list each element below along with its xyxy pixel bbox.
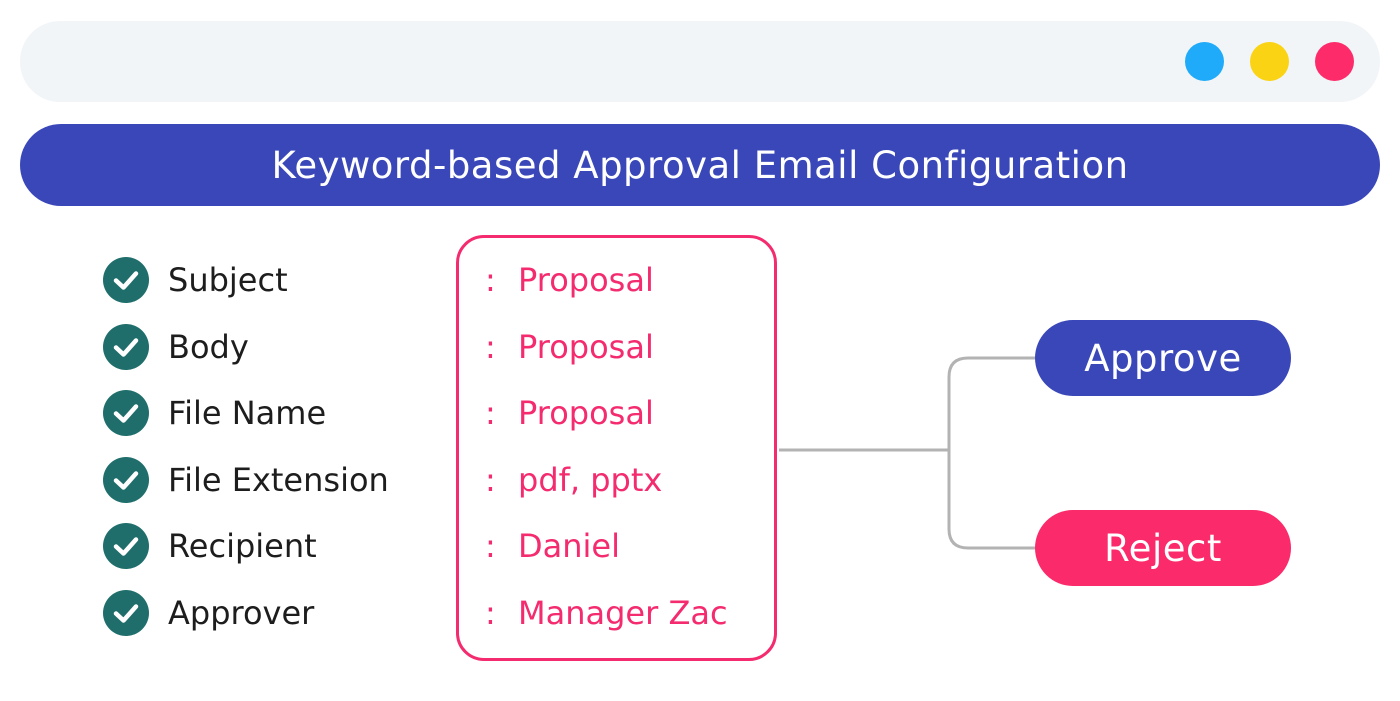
separator-colon: : xyxy=(485,394,496,432)
criteria-label-recipient: Recipient xyxy=(168,527,317,565)
keyword-value-file-extension: pdf, pptx xyxy=(518,461,663,499)
keyword-value-body: Proposal xyxy=(518,328,654,366)
check-icon xyxy=(103,257,149,303)
title-banner: Keyword-based Approval Email Configurati… xyxy=(20,124,1380,206)
keyword-value-file-name: Proposal xyxy=(518,394,654,432)
criteria-label-body: Body xyxy=(168,328,249,366)
keyword-value-approver: Manager Zac xyxy=(518,594,728,632)
criteria-label-subject: Subject xyxy=(168,261,288,299)
check-icon xyxy=(103,590,149,636)
separator-colon: : xyxy=(485,594,496,632)
keyword-value-recipient: Daniel xyxy=(518,527,620,565)
check-icon xyxy=(103,457,149,503)
reject-button[interactable]: Reject xyxy=(1035,510,1291,586)
approve-label: Approve xyxy=(1084,336,1242,380)
window-dot-blue[interactable] xyxy=(1185,42,1224,81)
criteria-label-file-name: File Name xyxy=(168,394,327,432)
keyword-values-box xyxy=(456,235,777,661)
keyword-value-subject: Proposal xyxy=(518,261,654,299)
reject-label: Reject xyxy=(1104,526,1222,570)
separator-colon: : xyxy=(485,461,496,499)
page-title: Keyword-based Approval Email Configurati… xyxy=(271,143,1129,187)
criteria-label-file-extension: File Extension xyxy=(168,461,389,499)
separator-colon: : xyxy=(485,261,496,299)
separator-colon: : xyxy=(485,527,496,565)
approve-button[interactable]: Approve xyxy=(1035,320,1291,396)
connector-branch xyxy=(947,356,1035,550)
separator-colon: : xyxy=(485,328,496,366)
window-title-bar xyxy=(20,21,1380,102)
window-dot-yellow[interactable] xyxy=(1250,42,1289,81)
check-icon xyxy=(103,390,149,436)
window-dot-pink[interactable] xyxy=(1315,42,1354,81)
check-icon xyxy=(103,324,149,370)
check-icon xyxy=(103,523,149,569)
criteria-label-approver: Approver xyxy=(168,594,315,632)
